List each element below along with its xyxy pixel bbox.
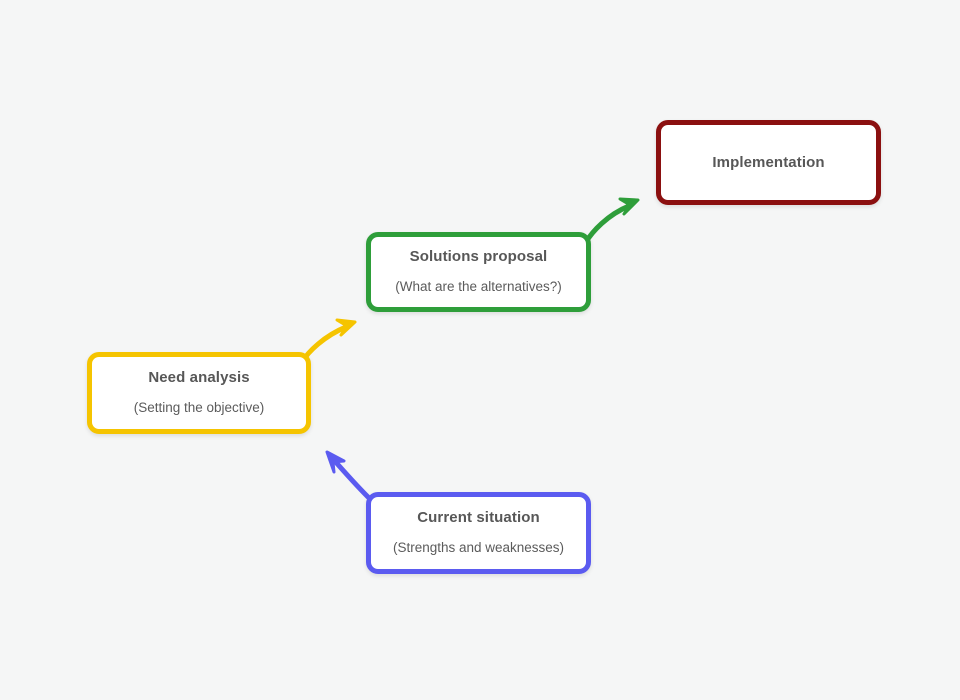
connector-solutions-to-implementation-line xyxy=(583,203,632,245)
node-current-situation[interactable]: Current situation (Strengths and weaknes… xyxy=(366,492,591,574)
connector-solutions-to-implementation-arrowhead xyxy=(618,197,640,216)
connector-need-to-solutions-arrowhead xyxy=(335,318,357,337)
connector-solutions-to-implementation xyxy=(583,197,640,245)
node-current-situation-title: Current situation xyxy=(417,509,540,527)
connector-current-to-need xyxy=(325,450,371,500)
connector-current-to-need-line xyxy=(330,456,371,500)
connector-need-to-solutions xyxy=(299,318,357,365)
connector-current-to-need-arrowhead xyxy=(325,450,346,474)
node-need-analysis[interactable]: Need analysis (Setting the objective) xyxy=(87,352,311,434)
node-solutions-proposal[interactable]: Solutions proposal (What are the alterna… xyxy=(366,232,591,312)
node-implementation-title: Implementation xyxy=(712,153,825,171)
node-need-analysis-subtitle: (Setting the objective) xyxy=(133,400,265,416)
node-implementation[interactable]: Implementation xyxy=(656,120,881,205)
node-solutions-proposal-title: Solutions proposal xyxy=(409,248,548,266)
node-current-situation-subtitle: (Strengths and weaknesses) xyxy=(392,540,565,556)
node-need-analysis-title: Need analysis xyxy=(148,369,250,387)
node-solutions-proposal-subtitle: (What are the alternatives?) xyxy=(395,279,562,295)
